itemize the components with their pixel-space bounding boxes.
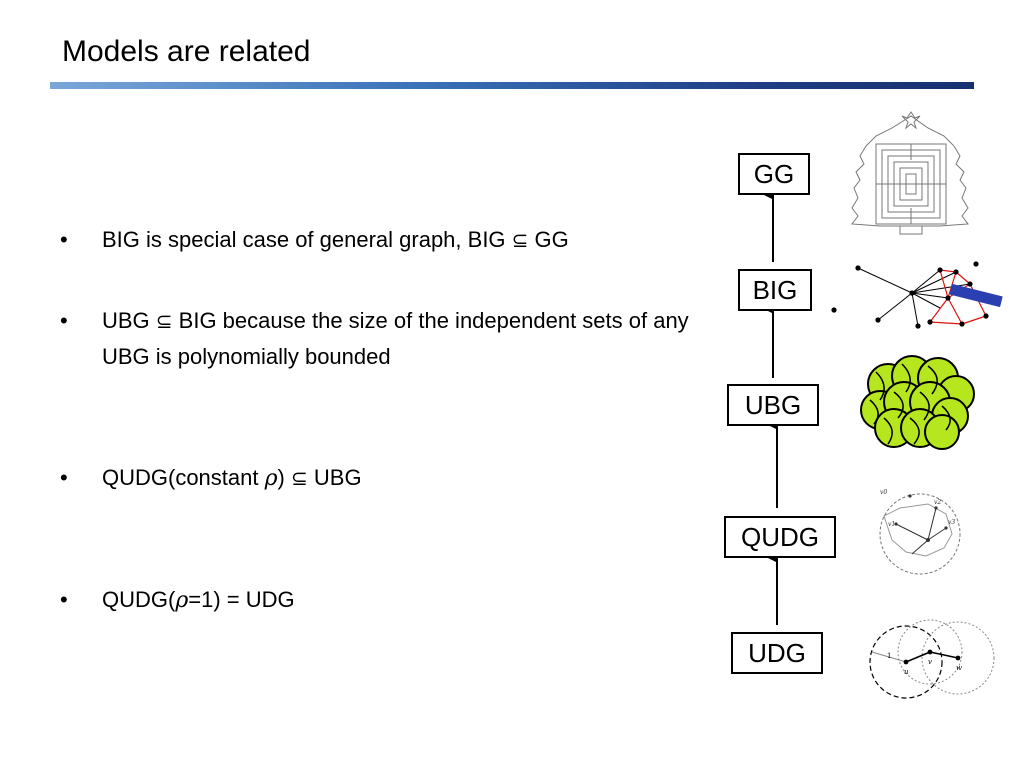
udg-label: w [956,664,962,672]
qudg-labels: v0 v1 v2 v3 [880,489,955,528]
udg-label: 1 [887,652,891,660]
bullet-dot: • [60,465,68,490]
bullet-dot: • [60,227,68,252]
ubg-illustration [860,355,975,450]
bullet-text: GG [528,227,569,252]
gg-illustration [851,111,969,235]
bullet-text: =1) = UDG [188,587,295,612]
udg-labels: 1 u v w [887,652,962,676]
node-big: BIG [738,269,812,311]
subset-symbol: ⊆ [155,309,173,333]
bullet-text: BIG is special case of general graph, BI… [102,227,512,252]
subset-symbol: ⊆ [291,466,308,490]
bullet-text: BIG because the size of the independent … [102,308,689,369]
udg-label: v [928,658,932,666]
bullet-text: QUDG( [102,587,176,612]
qudg-label: v1 [888,521,895,528]
qudg-label: v2 [934,499,941,506]
subset-symbol: ⊆ [511,228,529,252]
qudg-illustration [879,493,961,575]
slide-title: Models are related [62,35,311,68]
title-rule [50,82,974,89]
node-qudg: QUDG [724,516,836,558]
node-ubg: UBG [727,384,819,426]
node-gg: GG [738,153,810,195]
big-illustration [831,261,1003,329]
bullet-dot: • [60,587,68,612]
bullet-dot: • [60,308,68,333]
udg-label: u [904,668,909,676]
rho-symbol: ρ [175,588,189,613]
node-udg: UDG [731,632,823,674]
qudg-label: v0 [880,489,887,496]
qudg-label: v3 [948,519,955,526]
rho-symbol: ρ [264,466,278,491]
bullet-text: UBG [102,308,156,333]
bullet-text: UBG [307,465,362,490]
bullet-text: QUDG(constant [102,465,265,490]
bullet-text: ) [277,465,291,490]
udg-illustration [869,619,995,699]
